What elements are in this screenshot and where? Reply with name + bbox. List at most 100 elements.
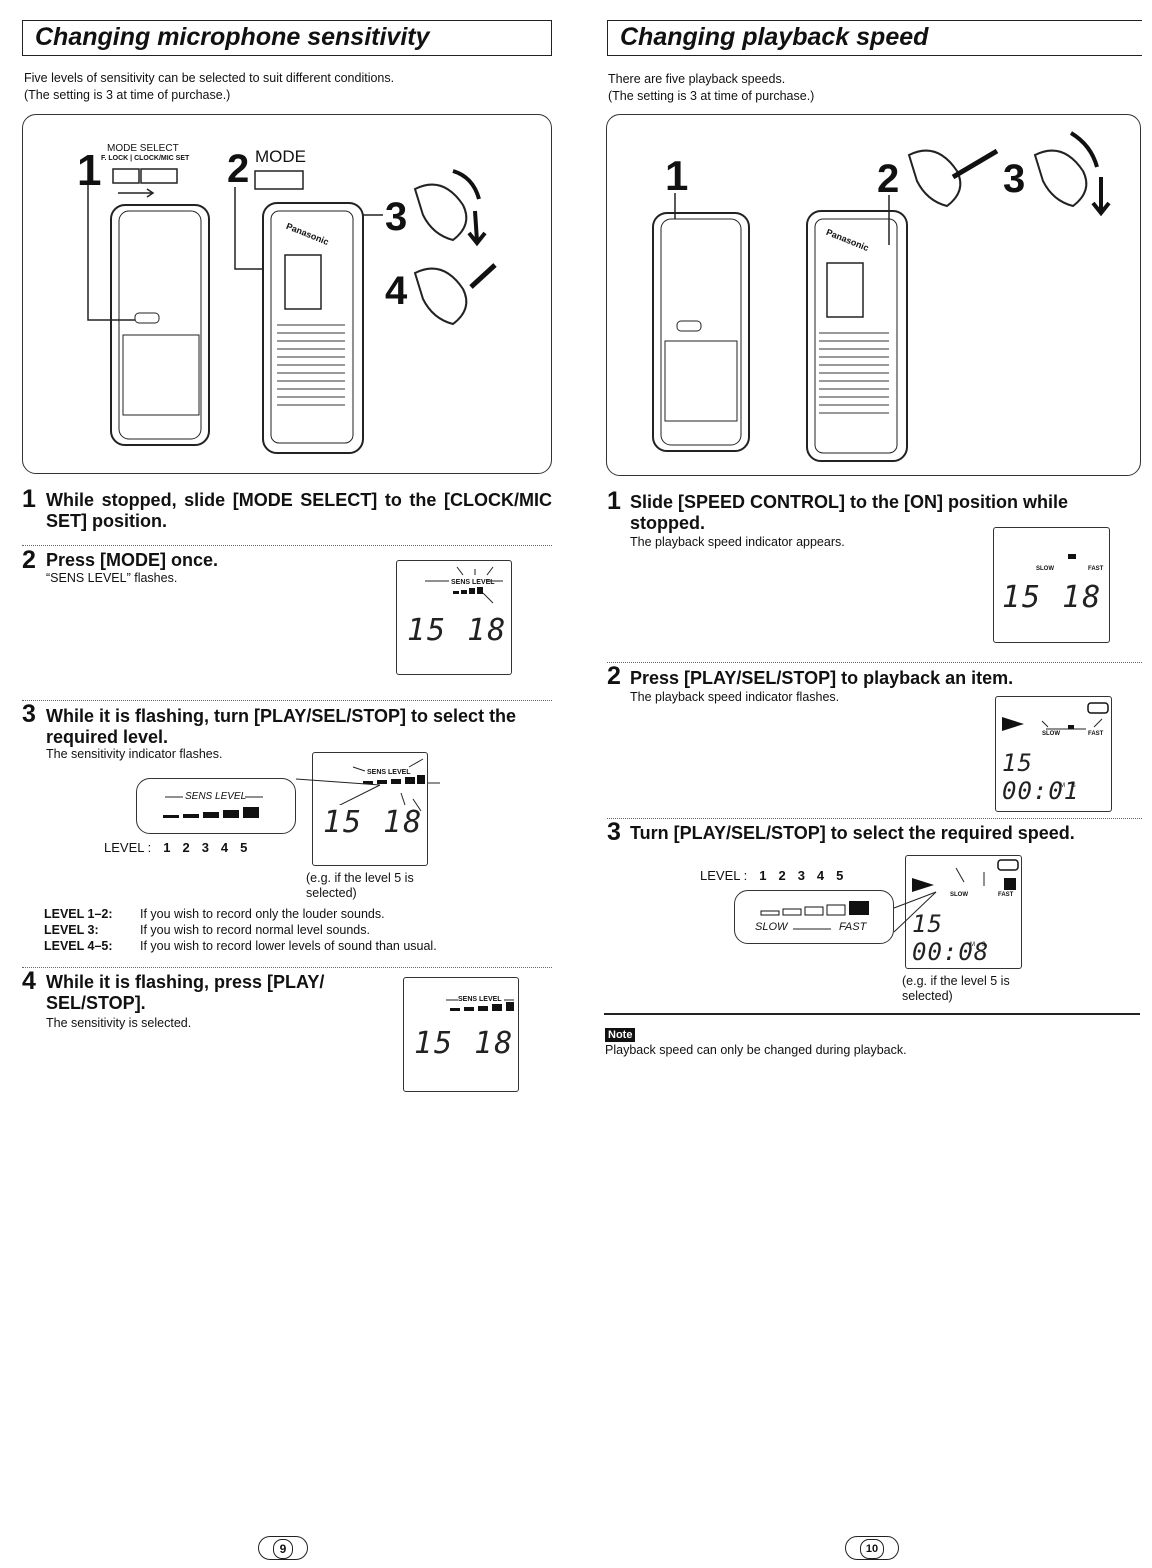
level-key: LEVEL 4–5: bbox=[44, 939, 113, 953]
level-2: 2 bbox=[182, 840, 190, 855]
level-key: LEVEL 3: bbox=[44, 923, 99, 937]
level-1: 1 bbox=[163, 840, 171, 855]
example-line-2: selected) bbox=[902, 989, 953, 1003]
left-step-2-heading: Press [MODE] once. bbox=[46, 550, 219, 570]
example-line-1: (e.g. if the level 5 is bbox=[306, 871, 414, 885]
divider bbox=[22, 545, 552, 546]
speed-bars bbox=[760, 901, 869, 930]
level-key: LEVEL 1–2: bbox=[44, 907, 113, 921]
left-step-2-number: 2 bbox=[22, 546, 36, 574]
left-step-2-sub: “SENS LEVEL” flashes. bbox=[46, 571, 178, 585]
divider bbox=[607, 662, 1142, 663]
level-2: 2 bbox=[778, 868, 786, 883]
left-title-text: Changing microphone sensitivity bbox=[35, 23, 430, 51]
level-row: LEVEL 1–2:If you wish to record only the… bbox=[44, 906, 544, 922]
right-step-3-number: 3 bbox=[607, 818, 621, 846]
lcd-digits: 15 18 bbox=[323, 805, 424, 840]
left-step-3-number: 3 bbox=[22, 700, 36, 728]
right-illustration: 1 2 3 Panasonic bbox=[606, 114, 1141, 476]
divider bbox=[22, 967, 552, 968]
right-title-text: Changing playback speed bbox=[620, 23, 929, 51]
level-1: 1 bbox=[759, 868, 767, 883]
example-line-2: selected) bbox=[306, 886, 357, 900]
lcd-sens-level-label: SENS LEVEL bbox=[367, 769, 411, 776]
left-step-4-number: 4 bbox=[22, 967, 36, 995]
fast-label: FAST bbox=[1088, 566, 1104, 572]
level-4: 4 bbox=[220, 840, 229, 855]
slow-label: SLOW bbox=[950, 892, 968, 898]
right-intro-line-2: (The setting is 3 at time of purchase.) bbox=[608, 89, 815, 103]
lcd-ms-label: M S bbox=[970, 942, 986, 948]
divider bbox=[607, 818, 1142, 819]
right-step-2-number: 2 bbox=[607, 662, 621, 690]
callout-3: 3 bbox=[1003, 157, 1026, 201]
left-section-title: Changing microphone sensitivity bbox=[22, 20, 552, 56]
playback-indicators bbox=[912, 859, 1019, 892]
right-section-title: Changing playback speed bbox=[607, 20, 1142, 56]
level-3: 3 bbox=[797, 868, 805, 883]
lcd-flash-indicator bbox=[425, 566, 503, 604]
lcd-display-right-3: SLOW FAST 15 00:08 M S bbox=[905, 855, 1022, 969]
mode-button-label: MODE bbox=[255, 147, 306, 166]
callout-4: 4 bbox=[385, 269, 408, 313]
page-number-text: 10 bbox=[860, 1539, 884, 1559]
level-5: 5 bbox=[240, 840, 248, 855]
right-step-1-heading: Slide [SPEED CONTROL] to the [ON] positi… bbox=[630, 492, 1068, 533]
level-row: LEVEL 4–5: If you wish to record lower le… bbox=[44, 938, 544, 954]
lcd-digits: 15 00:01 bbox=[1002, 749, 1080, 805]
left-example-caption: (e.g. if the level 5 is selected) bbox=[306, 871, 414, 901]
level-label: LEVEL : bbox=[700, 868, 748, 883]
right-intro-line-1: There are five playback speeds. bbox=[608, 72, 786, 86]
level-desc: If you wish to record lower levels of so… bbox=[140, 939, 437, 953]
note-label: Note bbox=[605, 1028, 636, 1042]
lcd-display-step3: SENS LEVEL 15 18 bbox=[312, 752, 428, 866]
recorder-illustration-left bbox=[87, 168, 497, 454]
lcd-level-bars bbox=[446, 999, 514, 1011]
lcd-display-right-2: SLOW FAST 15 00:01 M S bbox=[995, 696, 1112, 812]
left-step-1-heading: While stopped, slide [MODE SELECT] to th… bbox=[46, 490, 552, 531]
right-step-3-heading: Turn [PLAY/SEL/STOP] to select the requi… bbox=[630, 823, 1075, 843]
lcd-digits: 15 18 bbox=[407, 613, 508, 648]
slow-label: SLOW bbox=[1036, 566, 1054, 572]
callout-2: 2 bbox=[877, 157, 900, 201]
left-illustration: MODE SELECT F. LOCK | CLOCK/MIC SET MODE… bbox=[22, 114, 552, 474]
zoom-slow-label: SLOW bbox=[755, 921, 788, 933]
lcd-sens-level-label: SENS LEVEL bbox=[458, 996, 502, 1003]
level-desc: If you wish to record normal level sound… bbox=[140, 923, 370, 937]
lcd-flash-indicator bbox=[352, 758, 425, 812]
zoom-fast-label: FAST bbox=[839, 921, 867, 933]
left-step-3-heading: While it is flashing, turn [PLAY/SEL/STO… bbox=[46, 706, 517, 747]
right-step-1-sub: The playback speed indicator appears. bbox=[630, 535, 845, 549]
lcd-display-right-1: SLOW FAST 15 18 bbox=[993, 527, 1110, 643]
right-step-1-number: 1 bbox=[607, 487, 621, 515]
level-label: LEVEL : bbox=[104, 840, 152, 855]
zoom-pointer-lines bbox=[295, 778, 440, 805]
sens-level-zoom-box: SENS LEVEL bbox=[136, 778, 296, 834]
zoom-pointer-lines bbox=[893, 891, 937, 933]
playback-indicators bbox=[1002, 702, 1109, 731]
note-rule bbox=[604, 1013, 1140, 1015]
left-step-4-heading: While it is flashing, press [PLAY/ SEL/S… bbox=[46, 972, 325, 1013]
level-4: 4 bbox=[816, 868, 825, 883]
left-intro-line-1: Five levels of sensitivity can be select… bbox=[24, 71, 395, 85]
recorder-illustration-right bbox=[652, 131, 1111, 462]
lcd-digits: 15 18 bbox=[1002, 580, 1103, 615]
callout-2: 2 bbox=[227, 147, 250, 191]
left-intro-line-2: (The setting is 3 at time of purchase.) bbox=[24, 88, 231, 102]
callout-1: 1 bbox=[665, 152, 689, 199]
switch-position-labels: F. LOCK | CLOCK/MIC SET bbox=[101, 155, 190, 162]
note-text: Playback speed can only be changed durin… bbox=[605, 1043, 907, 1057]
example-line-1: (e.g. if the level 5 is bbox=[902, 974, 1010, 988]
right-step-2-sub: The playback speed indicator flashes. bbox=[630, 690, 840, 704]
callout-3: 3 bbox=[385, 195, 408, 239]
lcd-sens-level-label: SENS LEVEL bbox=[451, 579, 495, 586]
right-step-2-heading: Press [PLAY/SEL/STOP] to playback an ite… bbox=[630, 668, 1014, 688]
note-badge: Note bbox=[605, 1025, 636, 1043]
level-5: 5 bbox=[836, 868, 844, 883]
level-row: LEVEL 3: If you wish to record normal lev… bbox=[44, 922, 544, 938]
right-example-caption: (e.g. if the level 5 is selected) bbox=[902, 974, 1010, 1004]
level-table: LEVEL 1–2:If you wish to record only the… bbox=[44, 906, 544, 954]
lcd-digits: 15 00:08 bbox=[912, 910, 990, 966]
